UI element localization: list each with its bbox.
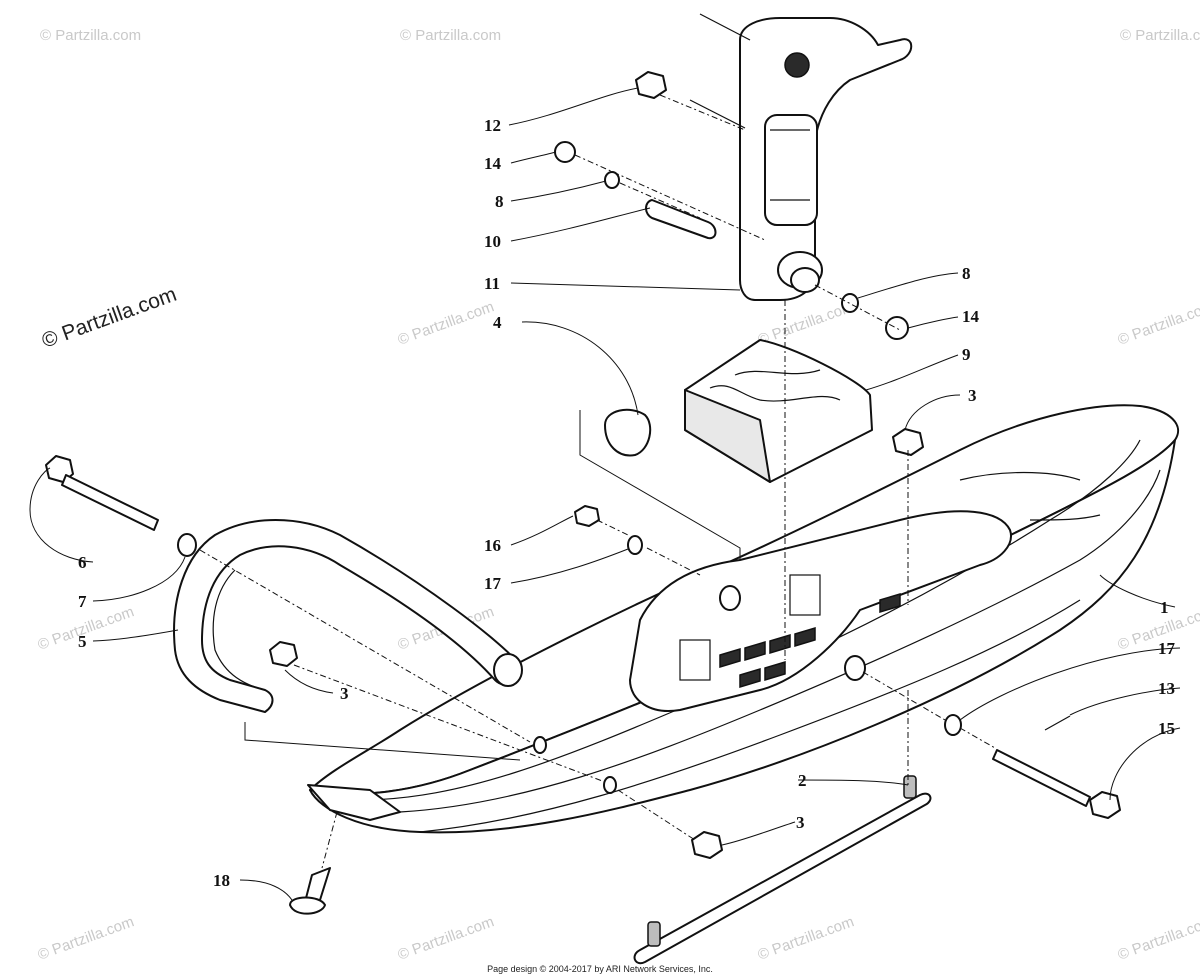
nut-part-16[interactable] bbox=[574, 505, 600, 527]
callout-9[interactable]: 9 bbox=[962, 345, 971, 364]
watermark-tile: © Partzilla.com bbox=[1116, 913, 1200, 964]
washer-part-7[interactable] bbox=[177, 533, 197, 557]
spindle-part[interactable] bbox=[689, 13, 913, 301]
callout-15[interactable]: 15 bbox=[1158, 719, 1175, 738]
callout-3[interactable]: 3 bbox=[796, 813, 805, 832]
callout-8[interactable]: 8 bbox=[495, 192, 504, 211]
callout-17[interactable]: 17 bbox=[484, 574, 502, 593]
callout-14[interactable]: 14 bbox=[484, 154, 502, 173]
washer-part-8a[interactable] bbox=[604, 171, 620, 189]
callout-10[interactable]: 10 bbox=[484, 232, 501, 251]
callout-12[interactable]: 12 bbox=[484, 116, 501, 135]
callout-3[interactable]: 3 bbox=[968, 386, 977, 405]
bolt-part-6[interactable] bbox=[45, 455, 159, 531]
callout-5[interactable]: 5 bbox=[78, 632, 87, 651]
bushing-part-14a[interactable] bbox=[554, 141, 576, 163]
callout-1[interactable]: 1 bbox=[1160, 598, 1169, 617]
callout-13[interactable]: 13 bbox=[1158, 679, 1175, 698]
copyright-footer: Page design © 2004-2017 by ARI Network S… bbox=[487, 964, 713, 974]
bolt-part-18[interactable] bbox=[289, 867, 331, 915]
watermark-tile: © Partzilla.com bbox=[1120, 27, 1200, 44]
nut-part-3c[interactable] bbox=[691, 831, 723, 859]
callout-17[interactable]: 17 bbox=[1158, 639, 1176, 658]
leader-lines bbox=[29, 87, 1181, 901]
callout-7[interactable]: 7 bbox=[78, 592, 87, 611]
watermark-tile: © Partzilla.com bbox=[400, 27, 501, 44]
watermark-tile: © Partzilla.com bbox=[756, 298, 857, 349]
watermark-tile: © Partzilla.com bbox=[396, 913, 497, 964]
bushing-part-4[interactable] bbox=[604, 408, 652, 457]
saddle-mount bbox=[533, 510, 1012, 794]
washer-part-8b[interactable] bbox=[841, 293, 859, 313]
watermark-tile: © Partzilla.com bbox=[1116, 298, 1200, 349]
callout-11[interactable]: 11 bbox=[484, 274, 500, 293]
ski-loop-handle[interactable] bbox=[173, 519, 523, 713]
callout-14[interactable]: 14 bbox=[962, 307, 980, 326]
wear-pad-part-9[interactable] bbox=[684, 339, 873, 483]
watermark-tile: © Partzilla.com bbox=[40, 27, 141, 44]
callout-3[interactable]: 3 bbox=[340, 684, 349, 703]
bolt-part-15[interactable] bbox=[992, 749, 1121, 819]
callout-2[interactable]: 2 bbox=[798, 771, 807, 790]
watermark-tile: © Partzilla.com bbox=[756, 913, 857, 964]
watermark-tile: © Partzilla.com bbox=[36, 913, 137, 964]
pin-part-13[interactable] bbox=[1044, 715, 1071, 731]
nut-part-3b[interactable] bbox=[269, 641, 298, 667]
callout-4[interactable]: 4 bbox=[493, 313, 502, 332]
callout-8[interactable]: 8 bbox=[962, 264, 971, 283]
nut-part-12[interactable] bbox=[635, 71, 667, 99]
callout-16[interactable]: 16 bbox=[484, 536, 501, 555]
callout-6[interactable]: 6 bbox=[78, 553, 87, 572]
sleeve-part-10[interactable] bbox=[645, 199, 717, 240]
callout-18[interactable]: 18 bbox=[213, 871, 230, 890]
watermark-tile: © Partzilla.com bbox=[396, 298, 497, 349]
watermark-brand: © Partzilla.com bbox=[39, 283, 180, 353]
wear-bar-part[interactable] bbox=[633, 775, 932, 965]
callout-labels: 1 2 3 3 3 4 5 6 7 8 8 9 10 11 12 13 14 1… bbox=[78, 116, 1176, 890]
washer-part-17a[interactable] bbox=[627, 535, 643, 555]
bushing-part-14b[interactable] bbox=[885, 316, 909, 340]
hardware-set bbox=[45, 71, 1121, 915]
skag-tip bbox=[307, 784, 401, 821]
washer-part-17b[interactable] bbox=[944, 714, 962, 736]
